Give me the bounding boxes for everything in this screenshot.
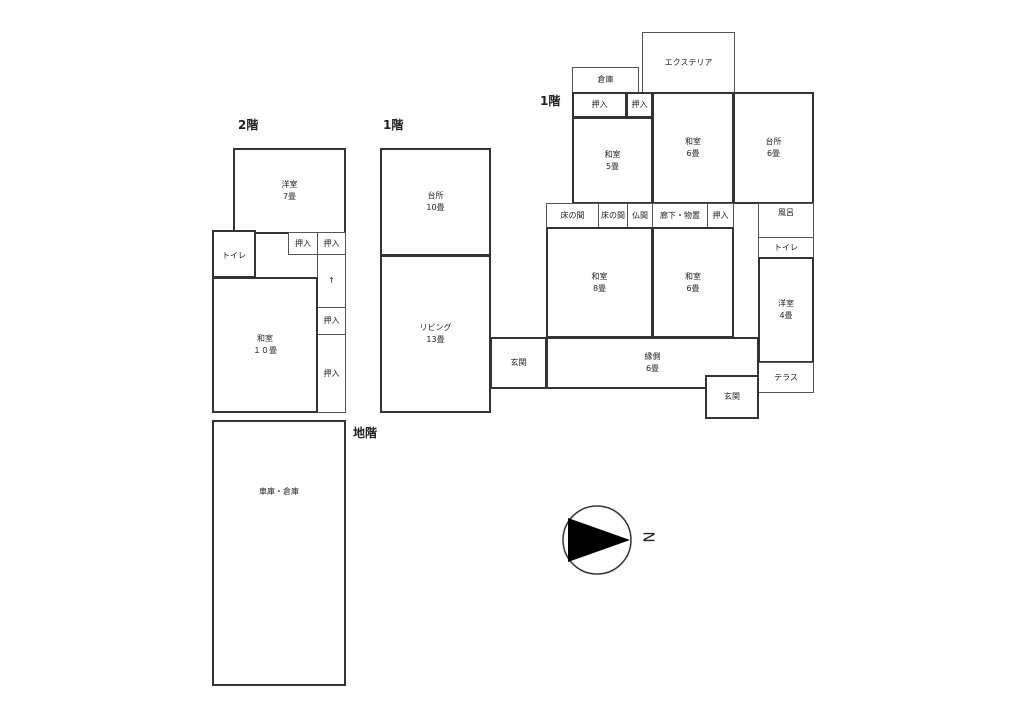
terrace: テラス — [758, 362, 814, 393]
storage: 倉庫 — [572, 67, 639, 93]
closet: 押入 — [317, 307, 346, 335]
closet: 押入 — [707, 203, 734, 228]
room-toilet: トイレ — [212, 230, 256, 278]
closet: 押入 — [288, 232, 318, 255]
entrance: 玄関 — [705, 375, 759, 419]
hallway-storage: 廊下・物置 — [652, 203, 708, 228]
north-label: N — [639, 531, 658, 543]
floor-label-basement: 地階 — [353, 426, 378, 440]
closet: 押入 — [317, 334, 346, 413]
staircase: ↑ — [317, 254, 346, 308]
bathroom: 風呂 — [758, 203, 814, 238]
closet: 押入 — [626, 92, 653, 118]
floor-label-1f: 1階 — [383, 118, 404, 132]
entrance: 玄関 — [490, 337, 547, 389]
tokonoma: 床の間 — [546, 203, 599, 228]
closet: 押入 — [572, 92, 627, 118]
floor-label-1f-main: 1階 — [540, 94, 561, 108]
compass-icon — [562, 505, 632, 575]
toilet: トイレ — [758, 237, 814, 258]
floor-label-2f: 2階 — [238, 118, 259, 132]
tokonoma: 床の間 — [598, 203, 628, 228]
closet: 押入 — [317, 232, 346, 255]
butsuma: 仏間 — [627, 203, 653, 228]
exterior: エクステリア — [642, 32, 735, 93]
room-garage: 車庫・倉庫 — [212, 420, 346, 686]
